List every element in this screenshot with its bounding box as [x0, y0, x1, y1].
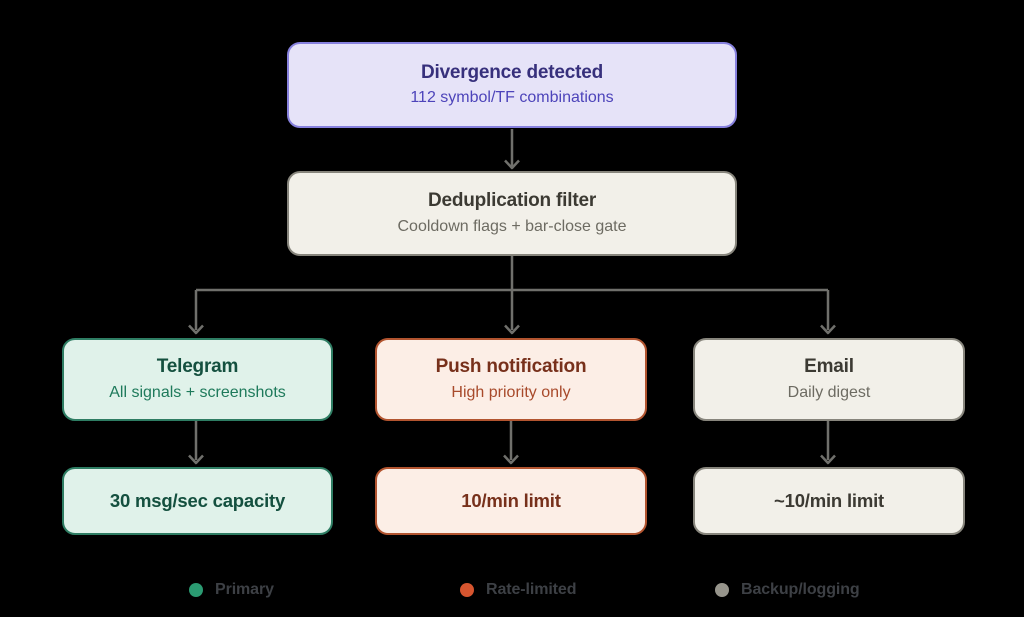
node-subtitle: 112 symbol/TF combinations: [410, 89, 614, 107]
node-email-channel: Email Daily digest: [693, 338, 965, 421]
node-title: Divergence detected: [420, 61, 604, 83]
arrowhead-email: [820, 324, 836, 335]
node-divergence-detected: Divergence detected 112 symbol/TF combin…: [287, 42, 737, 128]
arrowhead-email-limit: [820, 454, 836, 465]
legend-item-rate-limited: Rate-limited: [460, 580, 576, 600]
node-deduplication-filter: Deduplication filter Cooldown flags + ba…: [287, 171, 737, 256]
arrowhead-telegram: [188, 324, 204, 335]
node-title: ~10/min limit: [774, 489, 884, 511]
node-push-notification-channel: Push notification High priority only: [375, 338, 647, 421]
node-subtitle: High priority only: [451, 383, 571, 401]
legend-label: Backup/logging: [741, 581, 860, 598]
node-telegram-capacity: 30 msg/sec capacity: [62, 467, 333, 535]
legend-dot-gray: [715, 583, 729, 597]
node-push-rate-limit: 10/min limit: [375, 467, 647, 535]
arrowhead-telegram-limit: [188, 454, 204, 465]
node-title: Deduplication filter: [427, 190, 597, 212]
node-title: Telegram: [156, 356, 239, 378]
node-title: 30 msg/sec capacity: [109, 489, 286, 511]
node-title: Email: [804, 356, 854, 378]
node-title: 10/min limit: [461, 489, 561, 511]
node-subtitle: All signals + screenshots: [109, 383, 286, 401]
legend-item-backup-logging: Backup/logging: [715, 580, 860, 600]
legend-dot-orange: [460, 583, 474, 597]
node-email-rate-limit: ~10/min limit: [693, 467, 965, 535]
node-subtitle: Daily digest: [787, 383, 871, 401]
node-title: Push notification: [435, 356, 587, 378]
legend-item-primary: Primary: [189, 580, 274, 600]
arrowhead-dedup: [504, 159, 520, 170]
legend-label: Primary: [215, 581, 274, 598]
legend-dot-green: [189, 583, 203, 597]
legend-label: Rate-limited: [486, 581, 577, 598]
node-subtitle: Cooldown flags + bar-close gate: [397, 217, 627, 235]
arrowhead-push-limit: [503, 454, 519, 465]
node-telegram-channel: Telegram All signals + screenshots: [62, 338, 333, 421]
arrowhead-push: [504, 324, 520, 335]
